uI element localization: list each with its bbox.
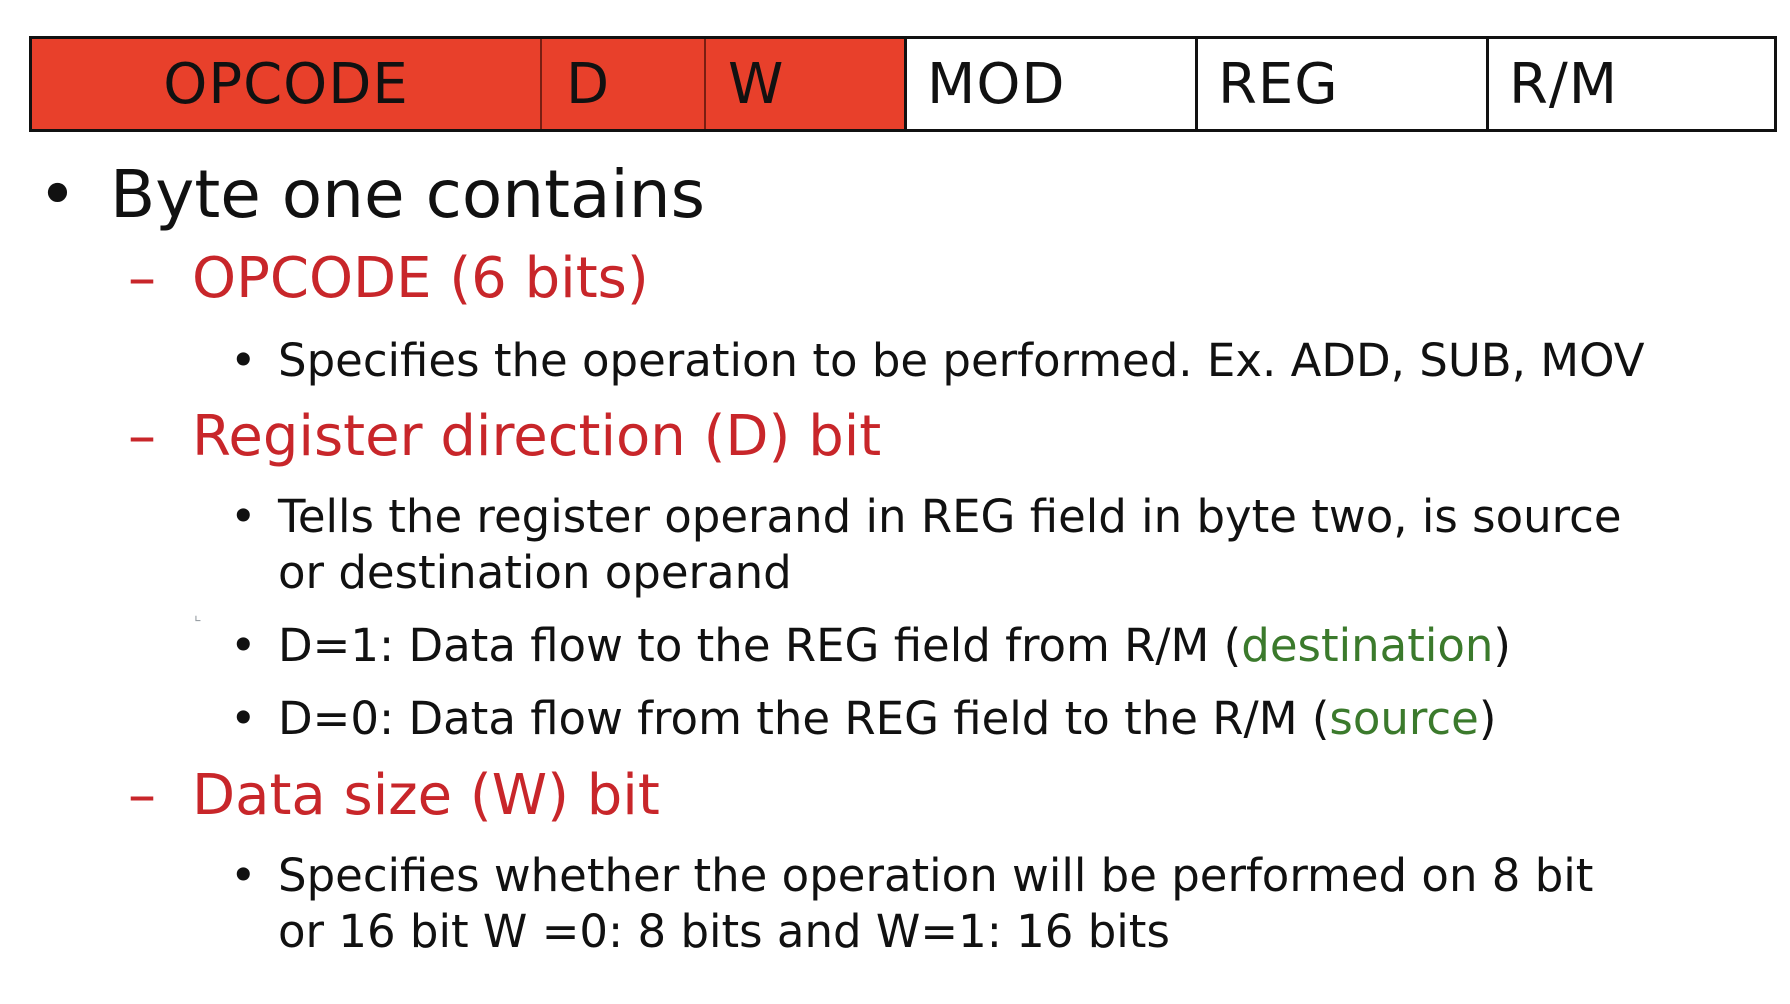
dash-icon: – (128, 246, 156, 311)
size-title: Data size (W) bit (192, 763, 660, 828)
d0-bullet: • D=0: Data flow from the REG field to th… (230, 692, 1496, 745)
direction-desc: • Tells the register operand in REG field… (230, 490, 1622, 543)
main-bullet: • Byte one contains (38, 156, 705, 233)
bullet-icon: • (230, 849, 257, 902)
d1-suffix: ) (1493, 619, 1511, 672)
bullet-icon: • (38, 156, 77, 233)
dash-icon: – (128, 763, 156, 828)
d1-bullet: • D=1: Data flow to the REG field from R/… (230, 619, 1511, 672)
direction-subheading: –Register direction (D) bit (128, 404, 881, 469)
d1-highlight: destination (1241, 619, 1494, 672)
bullet-icon: • (230, 619, 257, 672)
opcode-subheading: –OPCODE (6 bits) (128, 246, 649, 311)
d-field: D (542, 39, 706, 129)
size-desc: • Specifies whether the operation will be… (230, 849, 1593, 902)
mouse-cursor-icon: ⌞ (194, 605, 202, 624)
d0-suffix: ) (1478, 692, 1497, 745)
direction-title: Register direction (D) bit (192, 404, 882, 469)
mod-field: MOD (907, 39, 1198, 129)
d0-prefix: D=0: Data flow from the REG field to the… (278, 692, 1330, 745)
bullet-icon: • (230, 334, 257, 387)
size-desc-line2: or 16 bit W =0: 8 bits and W=1: 16 bits (278, 905, 1170, 958)
size-subheading: –Data size (W) bit (128, 763, 660, 828)
opcode-title: OPCODE (6 bits) (192, 246, 649, 311)
dash-icon: – (128, 404, 156, 469)
opcode-field: OPCODE (32, 39, 542, 129)
direction-desc-line2: or destination operand (278, 546, 792, 599)
opcode-desc-text: Specifies the operation to be performed.… (278, 334, 1645, 387)
bullet-icon: • (230, 490, 257, 543)
direction-desc-continuation: or destination operand (278, 546, 792, 599)
w-field: W (706, 39, 907, 129)
reg-field: REG (1198, 39, 1489, 129)
opcode-desc: • Specifies the operation to be performed… (230, 334, 1645, 387)
bullet-icon: • (230, 692, 257, 745)
d0-highlight: source (1329, 692, 1479, 745)
d1-prefix: D=1: Data flow to the REG field from R/M… (278, 619, 1242, 672)
direction-desc-line1: Tells the register operand in REG field … (278, 490, 1622, 543)
instruction-format-bar: OPCODE D W MOD REG R/M (29, 36, 1777, 132)
size-desc-line1: Specifies whether the operation will be … (278, 849, 1594, 902)
size-desc-continuation: or 16 bit W =0: 8 bits and W=1: 16 bits (278, 905, 1170, 958)
heading-text: Byte one contains (110, 156, 705, 233)
rm-field: R/M (1489, 39, 1774, 129)
